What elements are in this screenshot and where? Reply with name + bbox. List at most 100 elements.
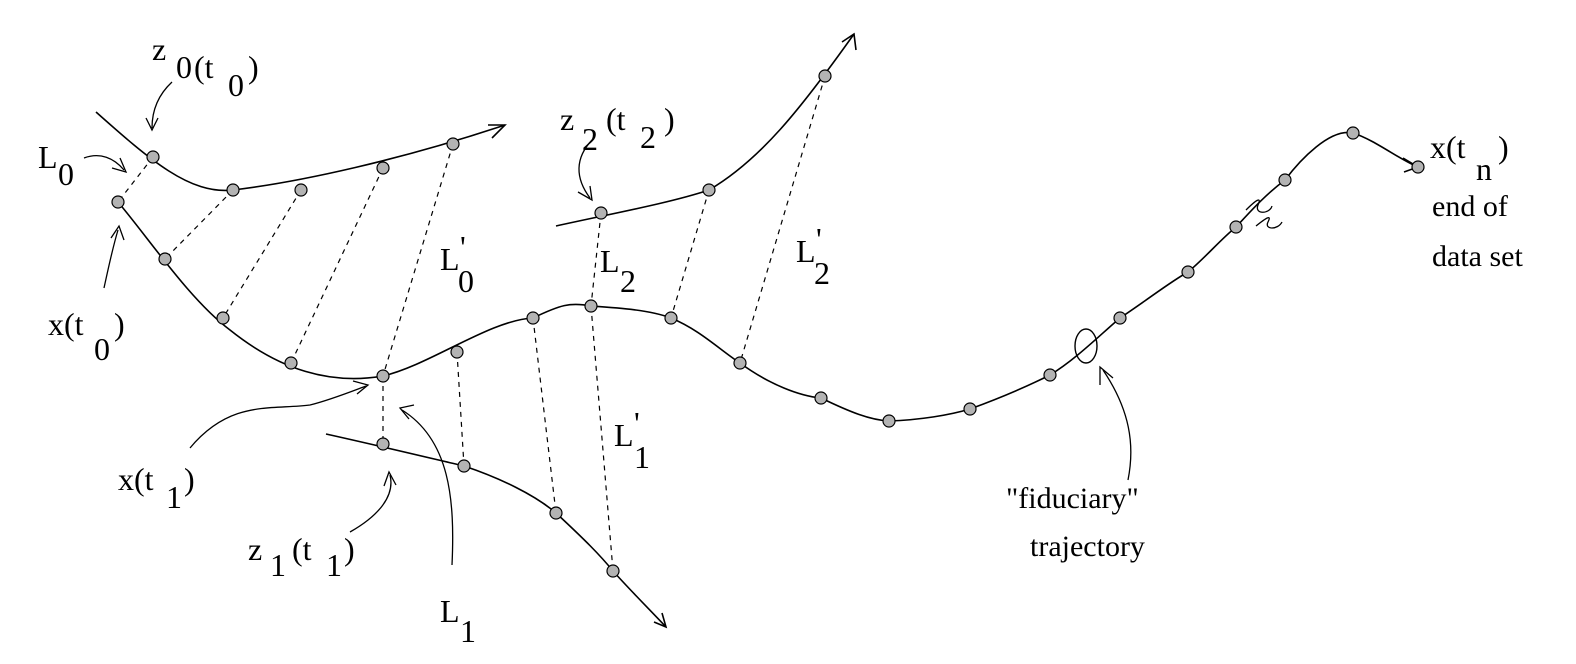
svg-text:end of: end of <box>1432 190 1508 223</box>
z1-pointer-head <box>383 470 397 487</box>
trajectory-point <box>1043 368 1057 382</box>
z2-point <box>818 69 832 83</box>
connector <box>739 75 826 364</box>
fiduciary-trajectory-marker <box>1074 328 1098 364</box>
connector <box>290 167 384 364</box>
label-z0: z 0 (t 0 ) <box>152 31 259 103</box>
z1-arrowhead <box>653 612 668 629</box>
connector <box>382 143 454 377</box>
svg-text:): ) <box>114 306 125 342</box>
svg-text:0: 0 <box>94 331 110 367</box>
svg-text:): ) <box>1498 129 1509 165</box>
z0-point <box>376 161 390 175</box>
svg-text:': ' <box>634 405 640 441</box>
svg-text:0: 0 <box>228 67 244 103</box>
svg-text:): ) <box>184 461 195 497</box>
z0-point <box>446 137 460 151</box>
label-end-of-data-set: end of data set <box>1432 190 1523 273</box>
svg-text:(t: (t <box>194 49 214 85</box>
z2-pointer <box>578 139 593 199</box>
z2-point <box>594 206 608 220</box>
connector <box>590 305 614 572</box>
svg-text:x(t: x(t <box>118 461 154 497</box>
label-L0: L 0 <box>38 139 74 192</box>
svg-text:1: 1 <box>634 439 650 475</box>
label-L1-prime: L ' 1 <box>614 405 650 475</box>
svg-text:): ) <box>664 101 675 137</box>
svg-text:z: z <box>152 31 166 67</box>
svg-text:L: L <box>38 139 58 175</box>
trajectory-point <box>284 356 298 370</box>
connector <box>670 189 710 319</box>
svg-text:1: 1 <box>166 479 182 515</box>
x0-pointer <box>103 229 119 289</box>
x1-pointer-head <box>352 380 370 395</box>
L1-pointer-head <box>398 404 415 420</box>
label-z1: z 1 (t 1 ) <box>248 531 355 583</box>
svg-text:n: n <box>1476 151 1492 187</box>
svg-text:L: L <box>600 243 620 279</box>
label-x1: x(t 1 ) <box>118 461 195 515</box>
z0-arrowhead <box>488 124 507 139</box>
svg-text:x(t: x(t <box>1430 129 1466 165</box>
connector <box>117 156 154 203</box>
z0-point <box>146 150 160 164</box>
svg-text:trajectory: trajectory <box>1030 530 1145 563</box>
trajectory-point <box>733 356 747 370</box>
z0-trajectory-curve <box>95 111 506 192</box>
svg-text:z: z <box>248 531 262 567</box>
x1-pointer <box>189 385 367 449</box>
svg-text:L: L <box>614 417 634 453</box>
L1-pointer <box>401 409 454 566</box>
z1-pointer <box>349 474 392 533</box>
trajectory-point <box>1278 173 1292 187</box>
x0-pointer-head <box>110 224 125 241</box>
trajectory-point <box>1229 220 1243 234</box>
z0-pointer <box>151 81 173 129</box>
svg-text:2: 2 <box>582 121 598 157</box>
connector <box>164 189 234 260</box>
z1-trajectory-curve <box>325 433 667 628</box>
label-L0-prime: L ' 0 <box>440 229 474 299</box>
z0-point <box>226 183 240 197</box>
L0-pointer-head <box>111 157 128 174</box>
trajectory-point <box>376 369 390 383</box>
trajectory-point <box>664 311 678 325</box>
trajectory-point <box>111 195 125 209</box>
z1-point <box>606 564 620 578</box>
trajectory-point <box>1411 160 1425 174</box>
trajectory-point <box>158 252 172 266</box>
trajectory-point <box>584 299 598 313</box>
svg-text:(t: (t <box>292 531 312 567</box>
svg-text:2: 2 <box>814 255 830 291</box>
z2-pointer-head <box>577 185 593 202</box>
label-L2-prime: L ' 2 <box>796 221 830 291</box>
fiduciary-pointer <box>1102 369 1132 481</box>
svg-text:(t: (t <box>606 101 626 137</box>
label-xn: x(t n ) <box>1430 129 1509 187</box>
L0-pointer <box>83 155 125 171</box>
trajectory-break-mark <box>1245 199 1283 229</box>
label-L1: L 1 <box>440 593 476 649</box>
z0-pointer-head <box>145 117 159 132</box>
z2-point <box>702 183 716 197</box>
label-z2: z 2 (t 2 ) <box>560 101 675 157</box>
svg-text:1: 1 <box>270 547 286 583</box>
trajectory-point <box>814 391 828 405</box>
svg-text:2: 2 <box>640 119 656 155</box>
z1-point <box>376 437 390 451</box>
trajectory-point <box>1113 311 1127 325</box>
z2-trajectory-curve <box>555 33 855 227</box>
z2-arrowhead <box>841 32 857 51</box>
z1-point <box>457 459 471 473</box>
fiduciary-pointer-head <box>1099 365 1114 385</box>
svg-text:x(t: x(t <box>48 306 84 342</box>
svg-text:0: 0 <box>176 49 192 85</box>
label-L2: L 2 <box>600 243 636 299</box>
svg-text:L: L <box>796 233 816 269</box>
svg-text:"fiduciary": "fiduciary" <box>1006 482 1139 515</box>
fiduciary-trajectory-curve <box>117 131 1419 422</box>
svg-text:1: 1 <box>326 547 342 583</box>
